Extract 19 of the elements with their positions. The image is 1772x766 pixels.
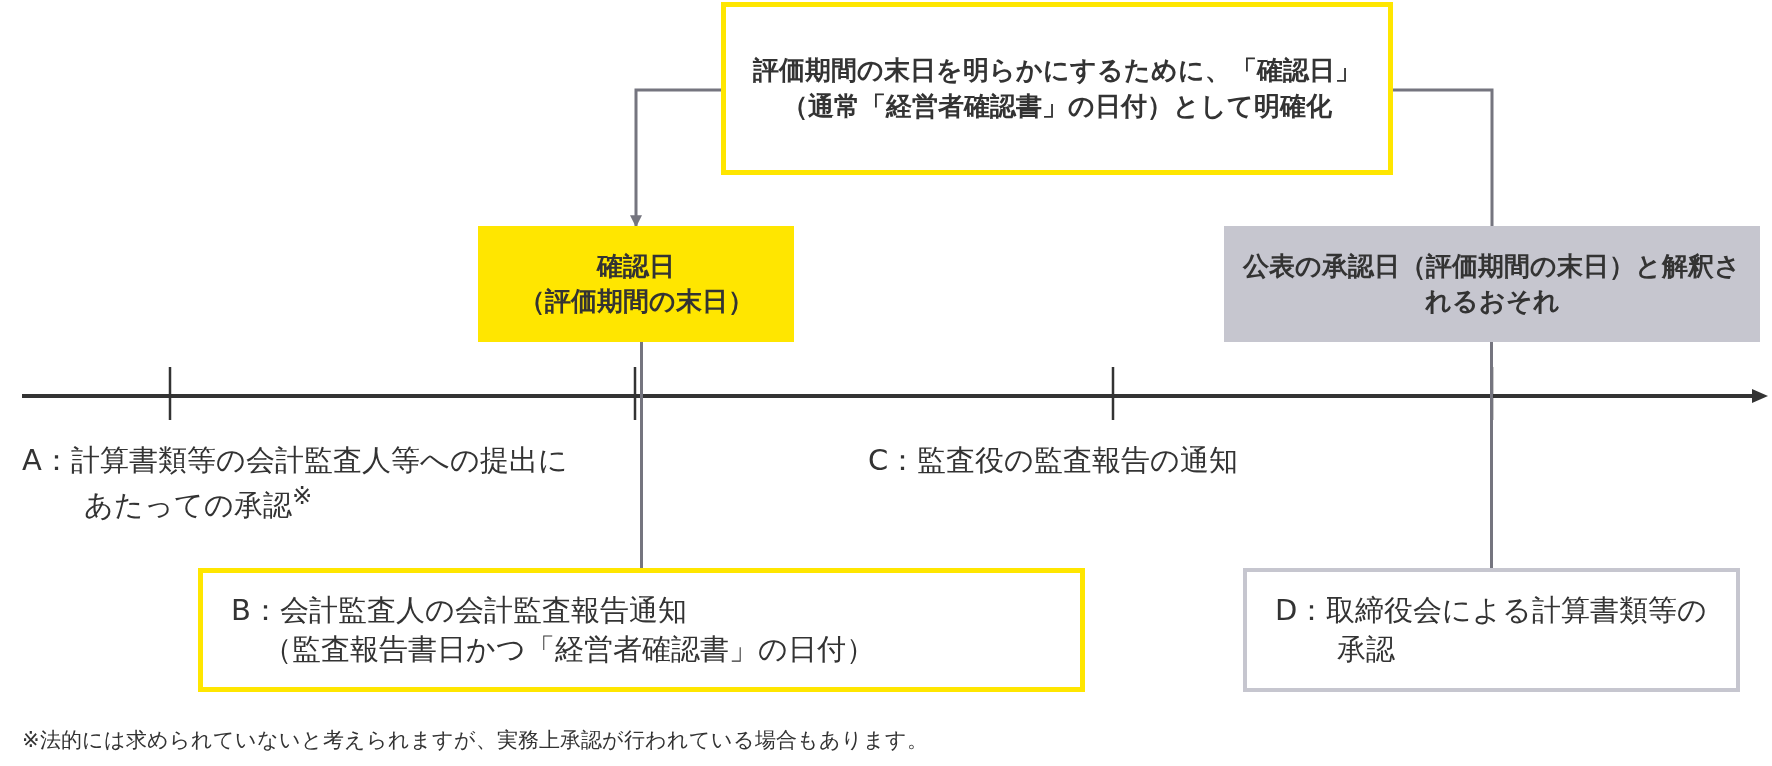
node-text: D：取締役会による計算書類等の承認 [1275,591,1708,668]
date-box [1224,226,1760,342]
connector-line [630,88,721,228]
footnote: ※法的には求められていないと考えられますが、実務上承認が行われている場合もあります。 [22,727,928,754]
connector-line [640,342,643,568]
node-text: A：計算書類等の会計監査人等への提出にあたっての承認$^{※}$ [22,442,569,524]
date-box [478,226,794,342]
node-text: 確認日 [597,249,675,283]
connector-line [1393,88,1494,226]
event-box [1243,568,1740,692]
node-text: 評価期間の末日を明らかにするために、「確認日」（通常「経営者確認書」の日付）として明確化 [752,54,1362,123]
node-text: B：会計監査人の会計監査報告通知 [231,591,687,629]
node-text: （評価期間の末日） [518,285,754,318]
callout-box [721,2,1393,175]
connector-line [1490,342,1493,568]
event-box [198,568,1085,692]
node-text: 公表の承認日（評価期間の末日）と解釈されるおそれ [1241,249,1742,318]
node-text: C：監査役の監査報告の通知 [868,442,1239,480]
node-text: （監査報告書日かつ「経営者確認書」の日付） [262,631,875,668]
